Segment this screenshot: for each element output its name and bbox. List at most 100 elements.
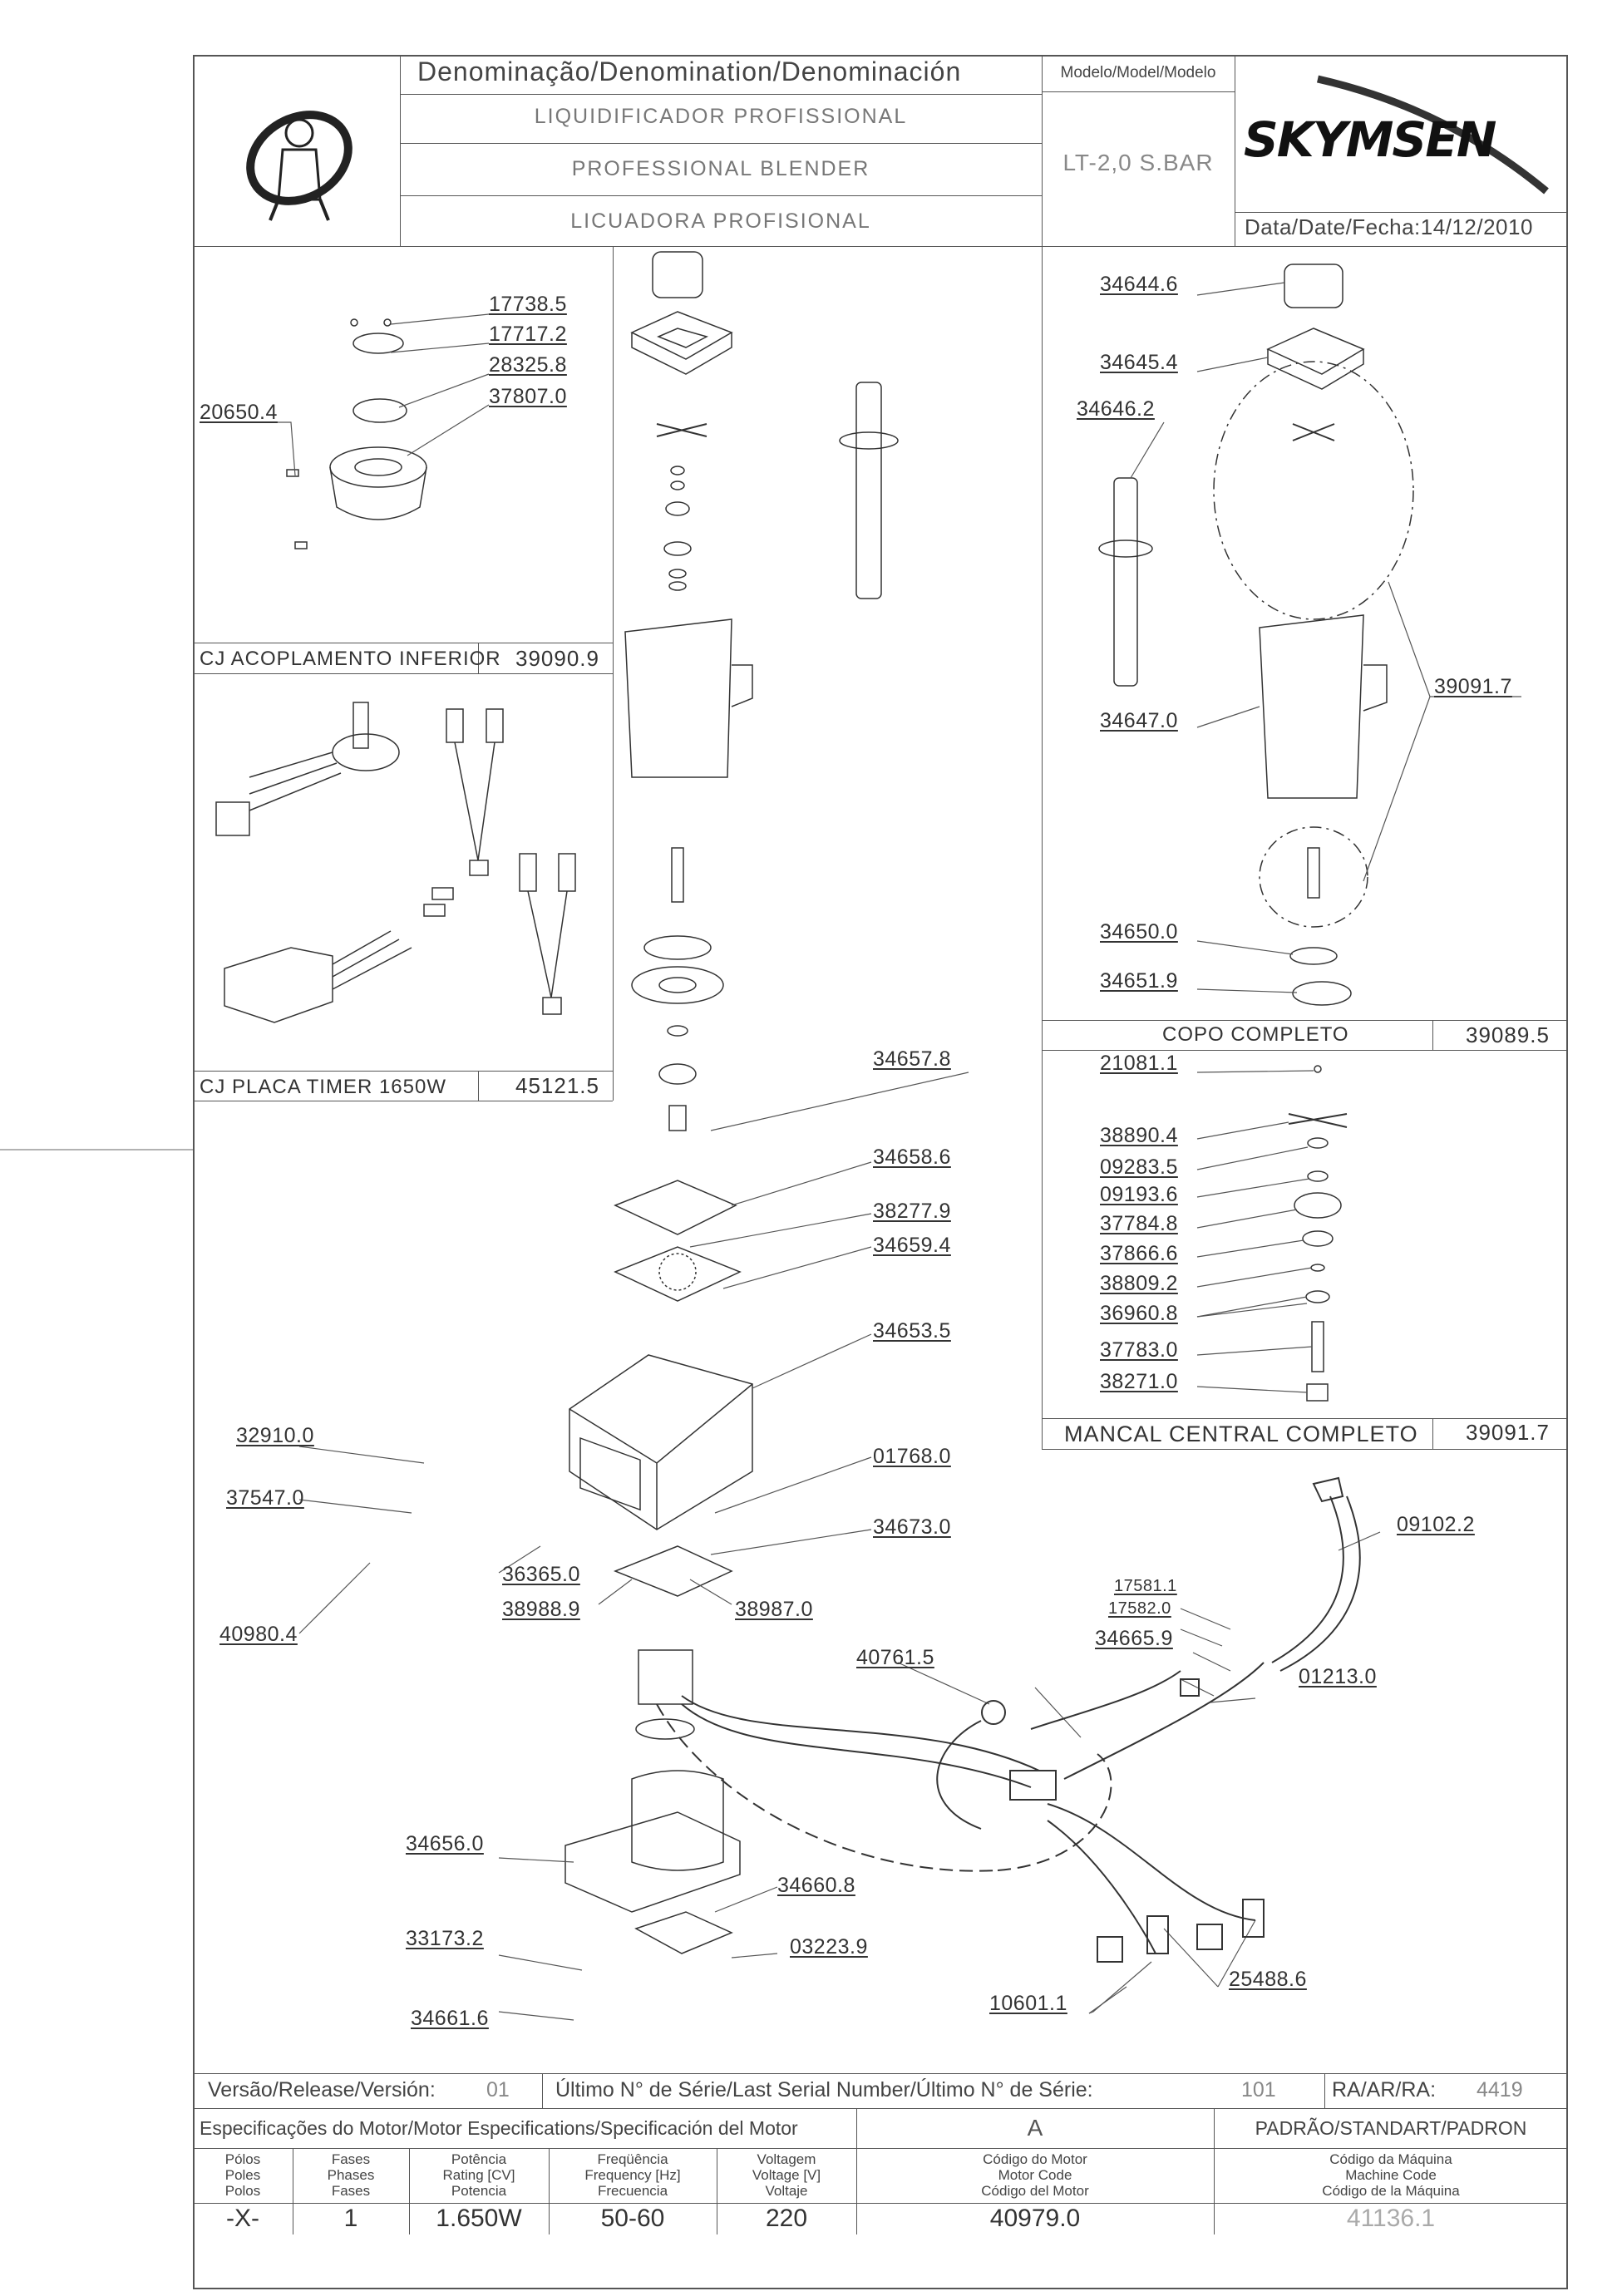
divider <box>193 2148 1568 2149</box>
wiring-harness <box>656 1476 1361 1963</box>
divider <box>193 2203 1568 2204</box>
divider <box>1042 246 1043 1450</box>
divider <box>1042 1418 1568 1419</box>
spec-value-phases: 1 <box>343 2205 358 2232</box>
spec-value-power: 1.650W <box>436 2205 522 2232</box>
part-callout: 09193.6 <box>1100 1183 1178 1206</box>
spec-header-line: Código del Motor <box>981 2183 1089 2199</box>
divider <box>542 2073 543 2108</box>
product-name-en: PROFESSIONAL BLENDER <box>571 157 870 180</box>
divider <box>400 94 1042 95</box>
part-callout: 09102.2 <box>1397 1513 1475 1536</box>
part-callout: 36365.0 <box>502 1563 580 1586</box>
part-callout: 01768.0 <box>873 1445 951 1468</box>
spec-header-line: Motor Code <box>998 2167 1072 2183</box>
part-callout: 40761.5 <box>856 1646 934 1669</box>
brand-name: SKYMSEN <box>1244 111 1496 168</box>
sub-assembly-title: MANCAL CENTRAL COMPLETO <box>1064 1421 1418 1446</box>
part-callout: 28325.8 <box>489 353 567 377</box>
divider <box>193 246 1568 247</box>
sub-assembly-title: CJ ACOPLAMENTO INFERIOR <box>200 648 501 670</box>
version-value: 01 <box>486 2078 510 2101</box>
ra-value: 4419 <box>1477 2078 1523 2101</box>
spec-header-line: Voltaje <box>765 2183 808 2199</box>
part-callout: 10601.1 <box>989 1992 1067 2015</box>
divider <box>1214 2108 1215 2234</box>
part-callout: 33173.2 <box>406 1927 484 1950</box>
divider <box>1324 2073 1325 2108</box>
part-callout: 37807.0 <box>489 385 567 408</box>
sub-assembly-title: COPO COMPLETO <box>1162 1023 1349 1046</box>
divider <box>1235 212 1567 213</box>
part-callout: 34646.2 <box>1077 397 1155 421</box>
part-callout: 17581.1 <box>1114 1577 1177 1595</box>
part-callout: 37547.0 <box>226 1486 304 1510</box>
divider <box>478 643 479 673</box>
lower-coupling-parts <box>286 318 427 549</box>
spec-header-line: Fases <box>331 2151 371 2167</box>
timer-board-parts <box>215 702 576 1023</box>
divider <box>478 1071 479 1101</box>
spec-value-machine-code: 41136.1 <box>1346 2205 1436 2232</box>
serial-value: 101 <box>1241 2078 1276 2101</box>
spec-header-line: Voltagem <box>757 2151 816 2167</box>
part-callout: 34661.6 <box>411 2007 489 2030</box>
product-name-es: LICUADORA PROFISIONAL <box>570 209 871 233</box>
divider <box>856 2108 857 2234</box>
part-callout: 09283.5 <box>1100 1155 1178 1179</box>
date-field: Data/Date/Fecha:14/12/2010 <box>1245 214 1533 240</box>
divider <box>193 1071 613 1072</box>
denomination-label: Denominação/Denomination/Denominación <box>417 57 962 86</box>
center-assembly <box>564 251 753 1954</box>
model-value: LT-2,0 S.BAR <box>1062 150 1214 175</box>
part-callout: 17717.2 <box>489 323 567 346</box>
part-callout: 38809.2 <box>1100 1272 1178 1295</box>
divider <box>549 2148 550 2234</box>
skymsen-logo: SKYMSEN <box>1239 58 1567 208</box>
sub-assembly-code: 45121.5 <box>515 1073 599 1098</box>
sub-assembly-code: 39090.9 <box>515 646 599 671</box>
divider <box>193 673 613 674</box>
part-callout: 17582.0 <box>1108 1599 1171 1618</box>
spec-header-line: Phases <box>327 2167 375 2183</box>
shaft-part <box>839 382 899 599</box>
spec-header-line: Polos <box>224 2183 261 2199</box>
ra-label: RA/AR/RA: <box>1332 2078 1437 2101</box>
part-callout: 34657.8 <box>873 1047 951 1071</box>
part-callout: 34644.6 <box>1100 273 1178 296</box>
part-callout: 34656.0 <box>406 1832 484 1855</box>
sub-assembly-title: CJ PLACA TIMER 1650W <box>200 1076 446 1098</box>
spec-header-line: Potência <box>451 2151 507 2167</box>
spec-header-line: Poles <box>224 2167 261 2183</box>
divider <box>400 195 1042 196</box>
divider <box>1432 1418 1433 1449</box>
product-name-pt: LIQUIDIFICADOR PROFISSIONAL <box>534 105 908 128</box>
part-callout: 37784.8 <box>1100 1212 1178 1235</box>
divider <box>193 2108 1568 2109</box>
spec-header-line: Frecuencia <box>597 2183 668 2199</box>
part-callout: 38988.9 <box>502 1598 580 1621</box>
spec-header-line: Potencia <box>451 2183 507 2199</box>
part-callout: 38277.9 <box>873 1200 951 1223</box>
spec-header-line: Freqüência <box>597 2151 668 2167</box>
part-callout: 38271.0 <box>1100 1370 1178 1393</box>
spec-header-line: Código do Motor <box>983 2151 1087 2167</box>
part-callout: 34659.4 <box>873 1234 951 1257</box>
part-callout: 17738.5 <box>489 293 567 316</box>
part-callout: 21081.1 <box>1100 1052 1178 1075</box>
part-callout: 32910.0 <box>236 1424 314 1447</box>
spec-header-line: Voltage [V] <box>752 2167 821 2183</box>
part-callout: 34658.6 <box>873 1146 951 1169</box>
spec-value-motor-code: 40979.0 <box>989 2205 1081 2232</box>
part-callout: 34650.0 <box>1100 920 1178 944</box>
divider <box>1042 1020 1568 1021</box>
divider <box>613 246 614 1101</box>
part-callout: 34653.5 <box>873 1319 951 1343</box>
